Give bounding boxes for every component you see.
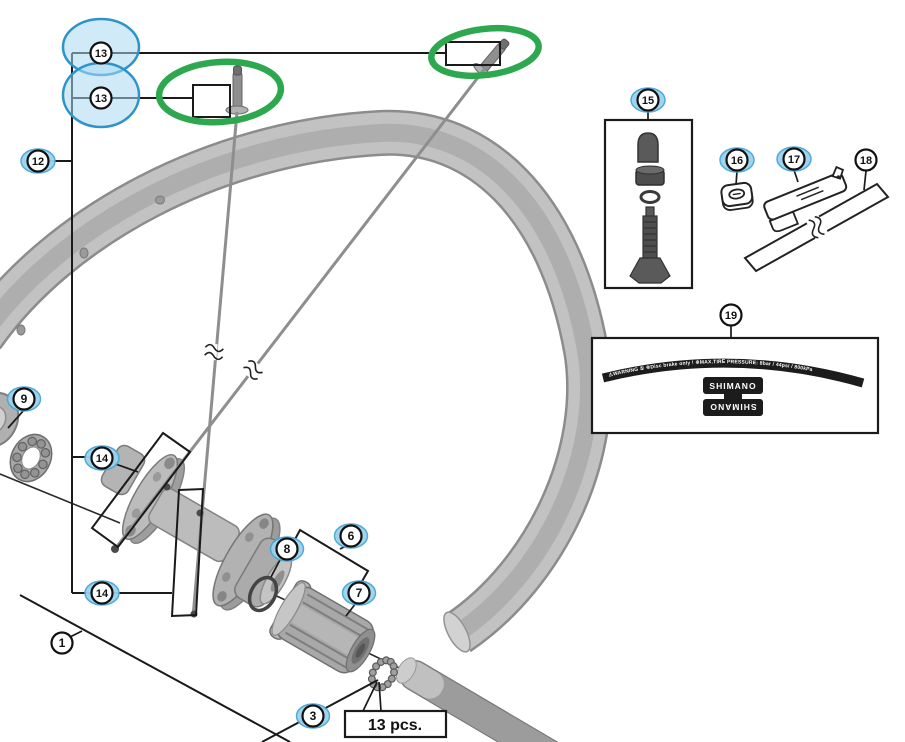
freehub-group-bracket — [292, 528, 370, 584]
leader-line-8 — [270, 557, 282, 578]
svg-text:14: 14 — [96, 588, 109, 600]
rim-tape — [743, 170, 890, 273]
svg-text:9: 9 — [21, 392, 28, 406]
callout-14-lower[interactable]: 14 — [84, 580, 120, 606]
callout-9[interactable]: 9 — [6, 386, 42, 412]
svg-text:16: 16 — [731, 155, 743, 167]
seal-o-ring — [247, 575, 279, 613]
rim-end-face — [443, 611, 471, 653]
qty-label: 13 pcs. — [368, 717, 422, 734]
callout-19[interactable]: 19 — [719, 303, 743, 327]
valve-unit-box — [603, 111, 694, 290]
svg-text:17: 17 — [788, 154, 800, 166]
leader-line-1 — [69, 630, 83, 638]
callout-6[interactable]: 6 — [333, 523, 369, 549]
svg-text:13: 13 — [95, 48, 107, 60]
callout-17[interactable]: 17 — [776, 146, 812, 172]
warning-decal-band — [601, 358, 865, 388]
svg-text:6: 6 — [348, 529, 355, 543]
nipple-box-left — [192, 84, 231, 118]
brand-text-mirrored: SHIMANO — [709, 402, 756, 412]
qty-box: 13 pcs. — [343, 681, 448, 739]
valve-hole-nut — [720, 170, 754, 211]
rim-sticker-box: ⚠WARNING ① ※Disc brake only ! ※MAX.TIRE … — [590, 326, 880, 435]
spoke-bracket-upper — [90, 431, 192, 549]
svg-text:7: 7 — [356, 586, 363, 600]
callout-14-upper[interactable]: 14 — [84, 445, 120, 471]
callout-7[interactable]: 7 — [341, 580, 377, 606]
callout-13-bottom[interactable]: 13 — [89, 86, 113, 110]
valve-cap — [637, 132, 659, 163]
svg-text:14: 14 — [96, 453, 109, 465]
shimano-logo: SHIMANO SHIMANO — [703, 377, 763, 416]
callout-12[interactable]: 12 — [20, 148, 56, 174]
leader-line-9 — [7, 409, 25, 429]
svg-text:3: 3 — [310, 709, 317, 723]
nipple-box-right — [445, 41, 501, 66]
spoke-break-mark-right — [243, 360, 263, 380]
svg-text:18: 18 — [860, 155, 872, 167]
valve-lock-nut — [635, 165, 665, 186]
spoke-nipple-left — [225, 65, 249, 115]
axle-shaft — [395, 657, 640, 742]
freehub-body — [269, 580, 376, 674]
valve-stem — [629, 206, 671, 284]
svg-text:1: 1 — [59, 636, 66, 650]
green-highlight-right — [428, 24, 542, 80]
callout-13-top[interactable]: 13 — [89, 41, 113, 65]
qty-pointer-lines — [362, 681, 382, 712]
rim-nipple-holes — [16, 195, 165, 336]
svg-text:13: 13 — [95, 93, 107, 105]
svg-text:19: 19 — [725, 310, 737, 322]
svg-text:15: 15 — [642, 95, 654, 107]
spoke-break-mark-left — [204, 343, 224, 361]
svg-text:12: 12 — [32, 156, 44, 168]
ball-retainer-left — [9, 433, 53, 483]
svg-text:8: 8 — [284, 542, 291, 556]
brand-text: SHIMANO — [709, 381, 756, 391]
valve-o-ring — [639, 190, 661, 204]
spoke-bracket-center — [170, 487, 205, 618]
leader-line-axle — [19, 594, 291, 742]
callout-8[interactable]: 8 — [269, 536, 305, 562]
green-highlight-left — [155, 58, 285, 126]
callout-15[interactable]: 15 — [630, 87, 666, 113]
callout-1[interactable]: 1 — [50, 631, 74, 655]
callout-3[interactable]: 3 — [295, 703, 331, 729]
callout-16[interactable]: 16 — [719, 147, 755, 173]
callout-18[interactable]: 18 — [854, 148, 878, 172]
hub-assembly — [100, 444, 293, 611]
ball-retainer-right — [367, 656, 399, 692]
axle-cone-part — [0, 392, 20, 448]
tire-lever-tool — [763, 165, 848, 233]
wheel-rim — [0, 109, 612, 653]
